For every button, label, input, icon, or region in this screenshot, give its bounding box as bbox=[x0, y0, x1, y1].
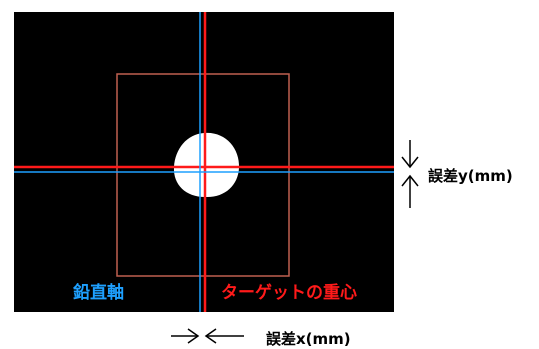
target-blob bbox=[173, 132, 240, 198]
error-y-label: 誤差y(mm) bbox=[428, 167, 513, 185]
target-centroid-label: ターゲットの重心 bbox=[221, 282, 357, 303]
error-x-arrows bbox=[171, 328, 244, 344]
roi-box bbox=[116, 73, 290, 277]
error-x-label: 誤差x(mm) bbox=[266, 330, 351, 348]
vertical-axis-label: 鉛直軸 bbox=[73, 282, 124, 303]
error-y-arrows bbox=[401, 140, 419, 208]
